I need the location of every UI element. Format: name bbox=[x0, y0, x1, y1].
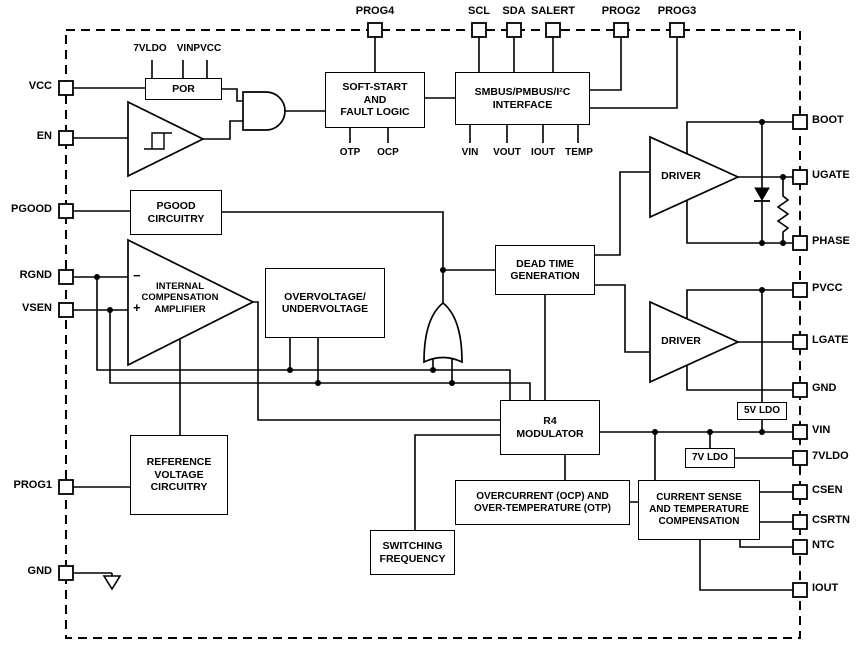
pin-label-7vldo: 7VLDO bbox=[812, 450, 849, 462]
pin-label-sda: SDA bbox=[502, 5, 526, 17]
pin-label-phase: PHASE bbox=[812, 235, 850, 247]
pin-label-prog1: PROG1 bbox=[13, 479, 52, 491]
diode-icon bbox=[754, 187, 770, 202]
telemetry-vin-label: VIN bbox=[461, 147, 479, 158]
pin-prog3 bbox=[669, 22, 685, 38]
and-gate bbox=[242, 91, 286, 131]
driver-top-triangle bbox=[649, 135, 741, 219]
pin-csen bbox=[792, 484, 808, 500]
pin-label-csrtn: CSRTN bbox=[812, 514, 850, 526]
driver-bottom-label: DRIVER bbox=[661, 335, 701, 347]
block-dead-time-generation: DEAD TIME GENERATION bbox=[495, 245, 595, 295]
ground-icon bbox=[102, 575, 122, 591]
fault-ocp-label: OCP bbox=[377, 147, 399, 158]
block-reference-voltage: REFERENCE VOLTAGE CIRCUITRY bbox=[130, 435, 228, 515]
pin-label-en: EN bbox=[36, 130, 52, 142]
pin-label-prog4: PROG4 bbox=[355, 5, 395, 17]
pin-label-pvcc: PVCC bbox=[812, 282, 843, 294]
pin-prog4 bbox=[367, 22, 383, 38]
pin-label-vsen: VSEN bbox=[22, 302, 52, 314]
pin-pvcc bbox=[792, 282, 808, 298]
telemetry-iout-label: IOUT bbox=[531, 147, 555, 158]
pin-iout bbox=[792, 582, 808, 598]
pin-scl bbox=[471, 22, 487, 38]
pin-label-prog3: PROG3 bbox=[657, 5, 697, 17]
pin-vin bbox=[792, 424, 808, 440]
pin-ugate bbox=[792, 169, 808, 185]
por-input-vinpvcc-label: VINPVCC bbox=[176, 43, 222, 54]
block-5v-ldo: 5V LDO bbox=[737, 402, 787, 420]
pin-7vldo bbox=[792, 450, 808, 466]
amp-plus-sign: + bbox=[133, 300, 141, 315]
pin-prog2 bbox=[613, 22, 629, 38]
pin-label-prog2: PROG2 bbox=[601, 5, 641, 17]
pin-label-salert: SALERT bbox=[531, 5, 575, 17]
block-soft-start-fault-logic: SOFT-START AND FAULT LOGIC bbox=[325, 72, 425, 128]
block-smbus-pmbus-i2c: SMBUS/PMBUS/I²C INTERFACE bbox=[455, 72, 590, 125]
telemetry-temp-label: TEMP bbox=[565, 147, 593, 158]
pin-label-iout: IOUT bbox=[812, 582, 839, 594]
chip-boundary bbox=[65, 29, 801, 639]
pin-label-vcc: VCC bbox=[28, 80, 52, 92]
pin-label-csen: CSEN bbox=[812, 484, 843, 496]
fault-otp-label: OTP bbox=[339, 147, 361, 158]
error-amp-label: INTERNAL COMPENSATION AMPLIFIER bbox=[141, 281, 219, 315]
pin-label-boot: BOOT bbox=[812, 114, 844, 126]
telemetry-vout-label: VOUT bbox=[493, 147, 521, 158]
pin-squares bbox=[58, 22, 808, 598]
pin-gnd-right bbox=[792, 382, 808, 398]
block-switching-frequency: SWITCHING FREQUENCY bbox=[370, 530, 455, 575]
pin-label-rgnd: RGND bbox=[19, 269, 52, 281]
block-ov-uv: OVERVOLTAGE/ UNDERVOLTAGE bbox=[265, 268, 385, 338]
or-gate bbox=[423, 301, 463, 364]
por-input-7vldo-label: 7VLDO bbox=[133, 43, 167, 54]
pin-vsen bbox=[58, 302, 74, 318]
error-amp-triangle bbox=[127, 238, 255, 367]
driver-bottom-triangle bbox=[649, 300, 741, 384]
schmitt-trigger bbox=[127, 100, 205, 178]
block-current-sense-temp-comp: CURRENT SENSE AND TEMPERATURE COMPENSATI… bbox=[638, 480, 760, 540]
pin-rgnd bbox=[58, 269, 74, 285]
pin-en bbox=[58, 130, 74, 146]
pin-lgate bbox=[792, 334, 808, 350]
pin-sda bbox=[506, 22, 522, 38]
pin-ntc bbox=[792, 539, 808, 555]
pin-label-scl: SCL bbox=[468, 5, 490, 17]
pin-salert bbox=[545, 22, 561, 38]
pin-label-ntc: NTC bbox=[812, 539, 835, 551]
pin-label-gnd-right: GND bbox=[812, 382, 837, 394]
pin-csrtn bbox=[792, 514, 808, 530]
pin-label-gnd-left: GND bbox=[27, 565, 52, 577]
block-r4-modulator: R4 MODULATOR bbox=[500, 400, 600, 455]
block-ocp-otp: OVERCURRENT (OCP) AND OVER-TEMPERATURE (… bbox=[455, 480, 630, 525]
pin-gnd-left bbox=[58, 565, 74, 581]
block-pgood-circuitry: PGOOD CIRCUITRY bbox=[130, 190, 222, 235]
driver-top-label: DRIVER bbox=[661, 170, 701, 182]
pin-label-lgate: LGATE bbox=[812, 334, 849, 346]
junction-dots bbox=[94, 119, 786, 435]
pin-label-vin: VIN bbox=[812, 424, 831, 436]
pin-phase bbox=[792, 235, 808, 251]
pin-prog1 bbox=[58, 479, 74, 495]
wires bbox=[73, 37, 793, 591]
amp-minus-sign: − bbox=[133, 268, 141, 283]
pin-vcc bbox=[58, 80, 74, 96]
block-7v-ldo: 7V LDO bbox=[685, 448, 735, 468]
pin-label-ugate: UGATE bbox=[812, 169, 850, 181]
pin-pgood bbox=[58, 203, 74, 219]
pin-label-pgood: PGOOD bbox=[11, 203, 52, 215]
block-por: POR bbox=[145, 78, 222, 100]
hysteresis-icon bbox=[144, 132, 172, 150]
pin-boot bbox=[792, 114, 808, 130]
